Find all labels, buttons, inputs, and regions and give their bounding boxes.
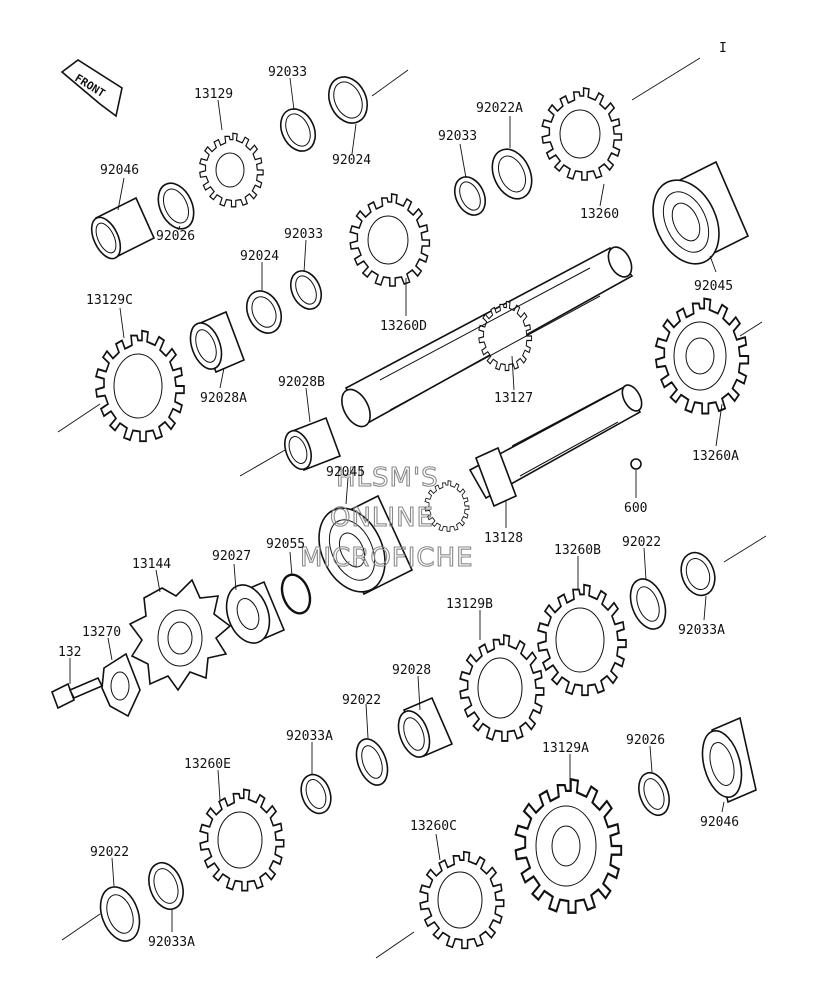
- bushing-92028A: [189, 310, 246, 374]
- watermark-line-3: MICROFICHE: [300, 543, 474, 573]
- part-label[interactable]: 92046: [100, 163, 139, 178]
- part-label[interactable]: 13127: [494, 391, 533, 406]
- part-label[interactable]: 13128: [484, 531, 523, 546]
- part-label[interactable]: 92024: [240, 249, 279, 264]
- part-label[interactable]: 92033A: [678, 623, 725, 638]
- part-label[interactable]: 92026: [626, 733, 665, 748]
- watermark-line-1: HLSM'S: [336, 463, 439, 493]
- axis-leaders: [57, 57, 767, 959]
- part-label[interactable]: 92033: [284, 227, 323, 242]
- part-label[interactable]: 132: [58, 645, 81, 660]
- part-label[interactable]: 92045: [326, 465, 365, 480]
- part-label[interactable]: 13260C: [410, 819, 457, 834]
- splined-washer-92022-mid: [355, 738, 389, 786]
- part-label[interactable]: 13260: [580, 207, 619, 222]
- gear-13129: [199, 132, 264, 208]
- part-label[interactable]: 13260E: [184, 757, 231, 772]
- ball-600: [630, 458, 642, 470]
- part-label[interactable]: 92022: [90, 845, 129, 860]
- gear-13260: [541, 87, 623, 181]
- part-label[interactable]: 92045: [694, 279, 733, 294]
- watermark: HLSM'S ONLINE MICROFICHE: [299, 462, 474, 573]
- bushing-92028B: [284, 416, 342, 472]
- ring-92024-top: [327, 76, 369, 124]
- part-label[interactable]: 92022A: [476, 101, 523, 116]
- circlip-92033-lower: [289, 270, 323, 310]
- collar-92046-lower: [701, 716, 757, 804]
- gear-13129B: [459, 634, 545, 742]
- label-leaders: [69, 77, 725, 932]
- part-label[interactable]: 92028: [392, 663, 431, 678]
- bearing-92045-lower: [318, 494, 414, 596]
- splined-washer-92022A: [491, 148, 533, 200]
- bearing-92045-top: [652, 160, 750, 265]
- front-arrow: FRONT: [60, 59, 123, 118]
- part-label[interactable]: 92026: [156, 229, 195, 244]
- gear-13129A: [514, 778, 623, 914]
- part-label[interactable]: 600: [624, 501, 647, 516]
- part-label[interactable]: 92033: [268, 65, 307, 80]
- part-label[interactable]: 92033A: [286, 729, 333, 744]
- circlip-92033A-mid: [300, 773, 332, 815]
- collar-92046-top: [90, 196, 156, 260]
- splined-washer-92022-right: [629, 578, 667, 630]
- gear-13260E: [199, 788, 285, 892]
- bolt-132: [50, 676, 104, 710]
- shaft-13127: [341, 246, 634, 428]
- shaft-13128: [424, 384, 643, 532]
- plate-13270: [101, 652, 141, 718]
- part-label[interactable]: 92022: [342, 693, 381, 708]
- gear-13260C: [419, 850, 505, 950]
- part-label[interactable]: 92027: [212, 549, 251, 564]
- gear-13260A: [654, 297, 750, 415]
- part-label[interactable]: 13129C: [86, 293, 133, 308]
- gear-13129C: [95, 329, 185, 443]
- ring-92024-lower: [245, 290, 283, 334]
- o-ring-92055: [280, 573, 312, 615]
- part-label[interactable]: 92033: [438, 129, 477, 144]
- part-label[interactable]: 13129B: [446, 597, 493, 612]
- part-label[interactable]: 92024: [332, 153, 371, 168]
- part-label[interactable]: 92028A: [200, 391, 247, 406]
- part-label[interactable]: 13260D: [380, 319, 427, 334]
- washer-92026-lower: [638, 771, 670, 817]
- circlip-92033A-bottom: [148, 861, 184, 911]
- part-label[interactable]: 92022: [622, 535, 661, 550]
- part-labels: 92033 13129 92024 92046 92026 92022A 920…: [58, 65, 739, 950]
- part-label[interactable]: 92028B: [278, 375, 325, 390]
- circlip-92033A-right: [680, 551, 716, 597]
- sprocket-13144: [128, 578, 232, 692]
- bushing-92028: [397, 696, 454, 758]
- collar-92027: [225, 580, 286, 644]
- part-label[interactable]: 13270: [82, 625, 121, 640]
- circlip-92033-mid: [453, 176, 487, 216]
- watermark-line-2: ONLINE: [330, 503, 434, 533]
- splined-washer-92022-bottom: [99, 886, 141, 942]
- part-label[interactable]: 13129: [194, 87, 233, 102]
- part-label[interactable]: 13260A: [692, 449, 739, 464]
- corner-mark: I: [719, 41, 727, 56]
- washer-92026-top: [157, 182, 195, 230]
- gear-13260D: [349, 193, 431, 287]
- part-label[interactable]: 13144: [132, 557, 171, 572]
- part-label[interactable]: 92046: [700, 815, 739, 830]
- circlip-92033-top: [279, 108, 317, 152]
- part-label[interactable]: 92033A: [148, 935, 195, 950]
- gear-13260B: [537, 583, 627, 697]
- part-label[interactable]: 13129A: [542, 741, 589, 756]
- part-label[interactable]: 92055: [266, 537, 305, 552]
- part-label[interactable]: 13260B: [554, 543, 601, 558]
